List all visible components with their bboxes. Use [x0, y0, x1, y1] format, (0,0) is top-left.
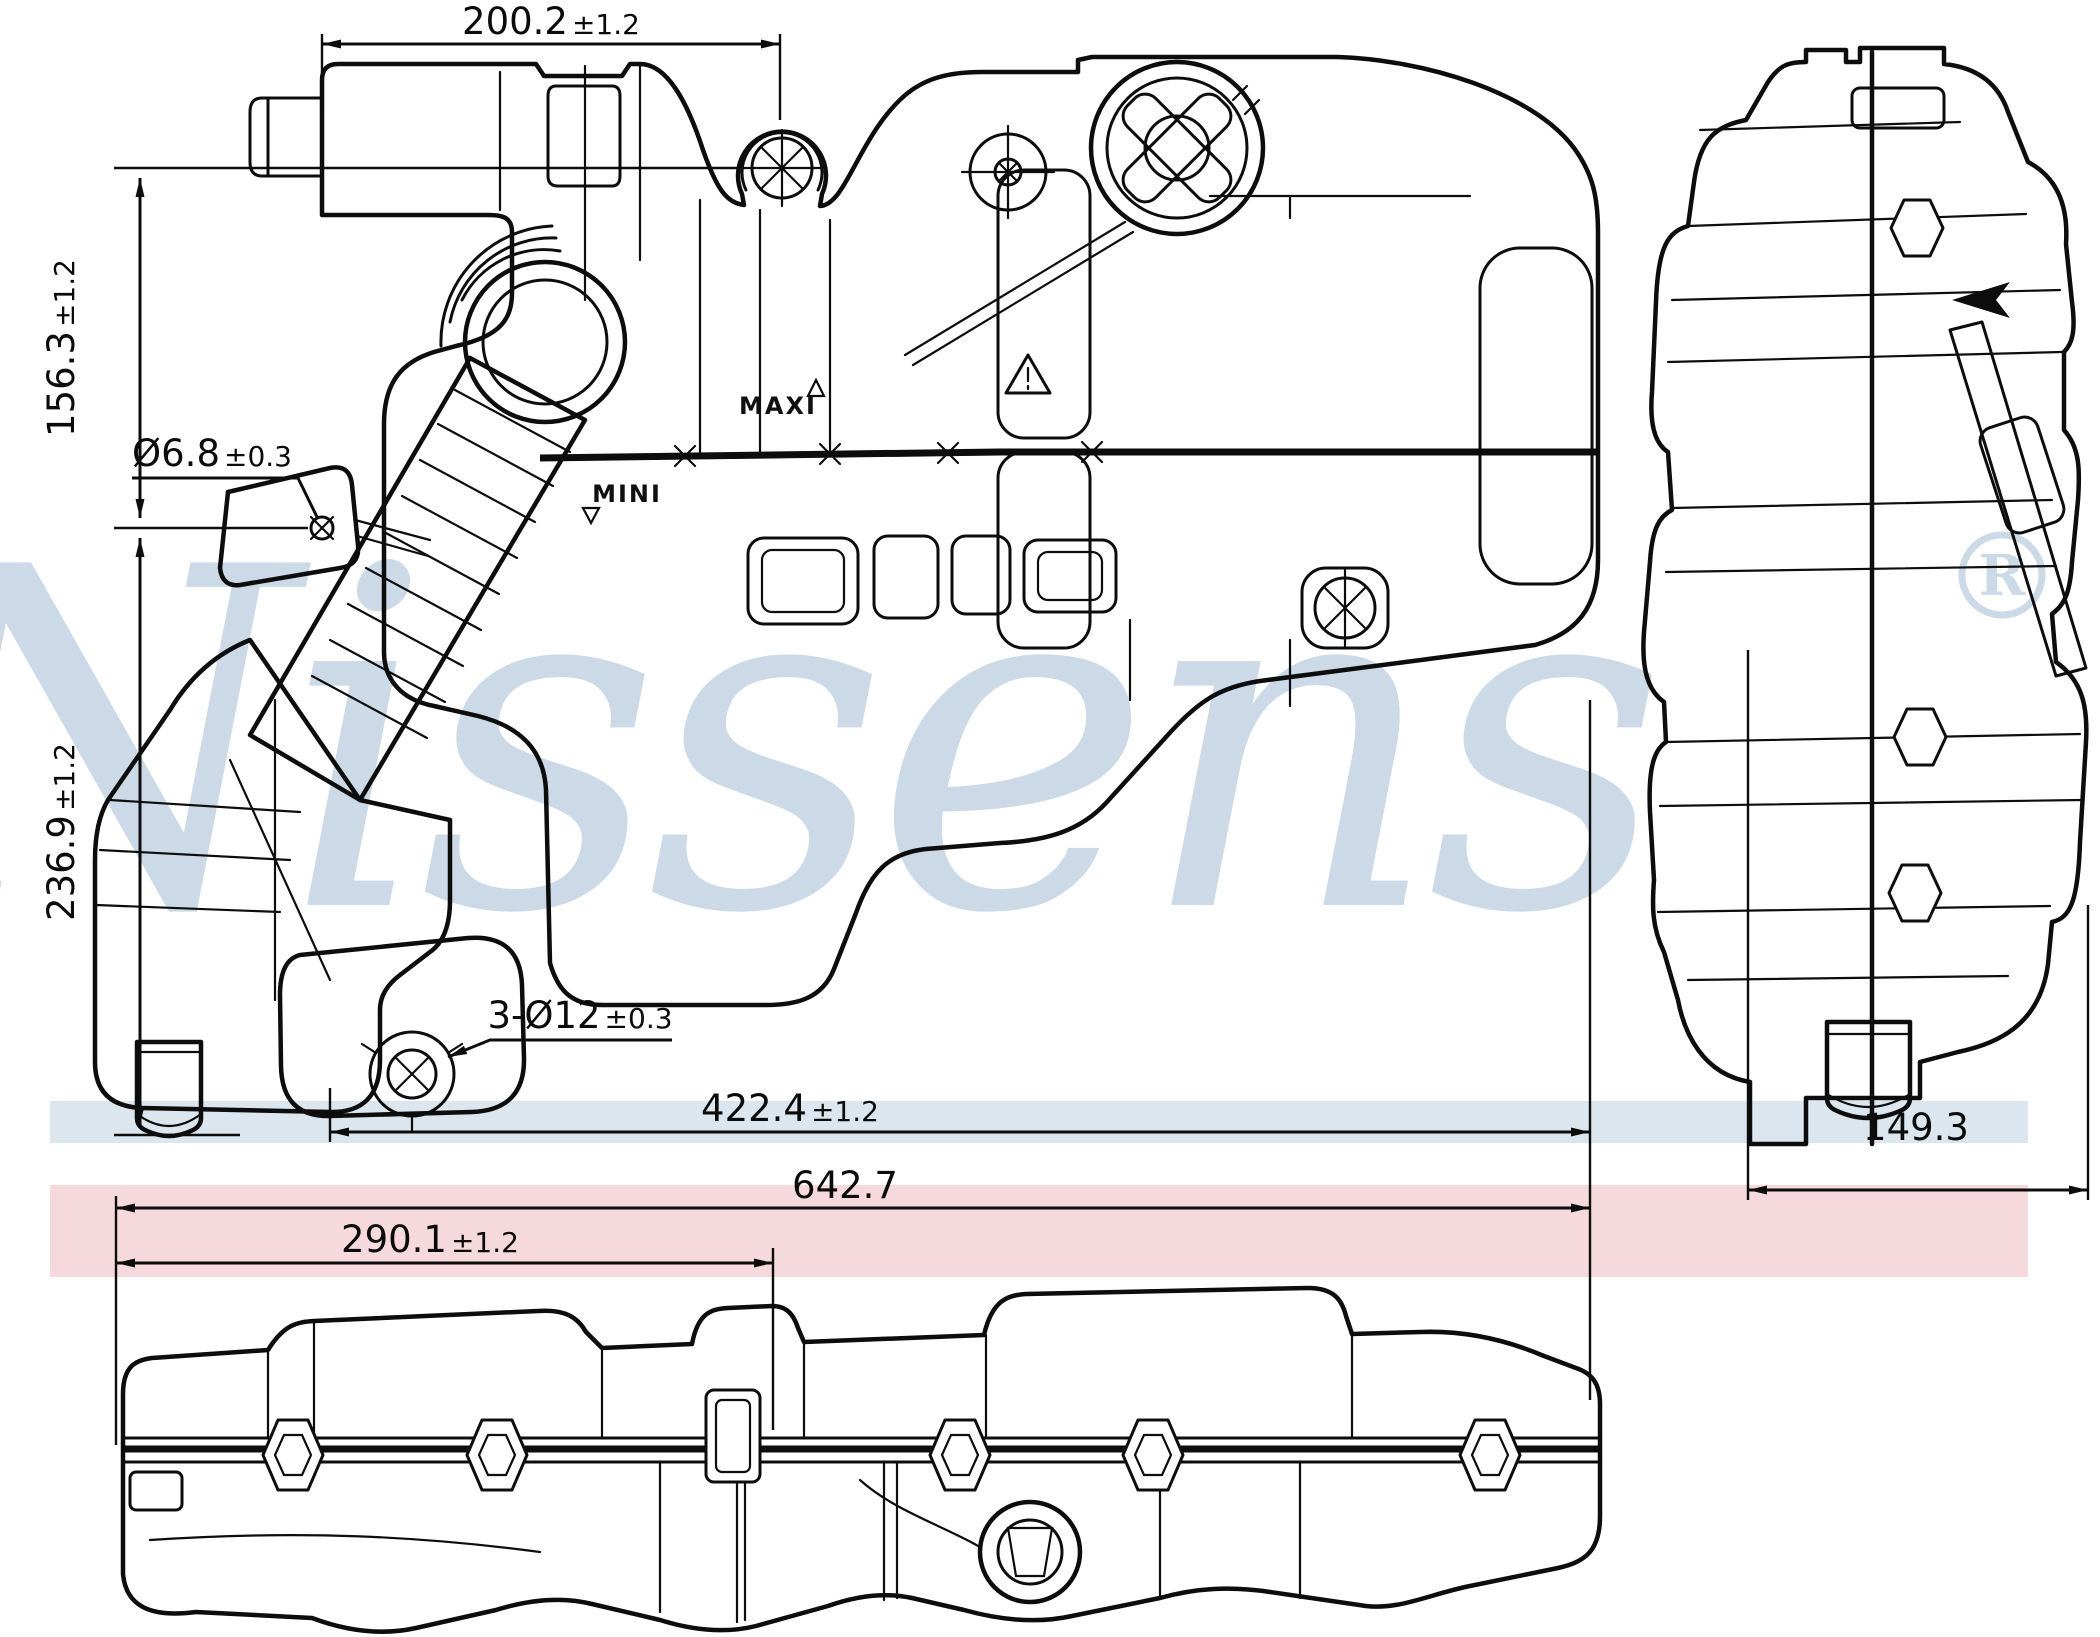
mounting-hole-top-center: [960, 124, 1056, 220]
dimension-graphics: [114, 34, 2090, 1445]
max-marker-icon: [806, 377, 826, 398]
label-mid-width: 422.4±1.2: [701, 1087, 879, 1130]
min-level-label: MINI: [592, 480, 662, 508]
label-mount-holes: 3-Ø12±0.3: [487, 994, 672, 1037]
lower-left-body: [92, 637, 453, 1115]
bottom-filler-tab: [704, 1388, 762, 1484]
label-upper-height: 156.3±1.2: [40, 259, 83, 437]
foot-bracket: [277, 935, 527, 1134]
inspection-windows: [746, 534, 1118, 626]
max-level-label: MAXI: [739, 392, 817, 420]
side-top-detail: [1850, 86, 1946, 130]
side-strap: [1948, 320, 2088, 678]
registered-trademark-icon: R: [1958, 531, 2046, 619]
label-top-width: 200.2±1.2: [462, 0, 640, 43]
side-clamp-hexagons: [1887, 198, 1948, 923]
label-lower-height: 236.9±1.2: [40, 743, 83, 921]
side-drain-cylinder: [1824, 1019, 1913, 1121]
min-marker-icon: [581, 506, 601, 526]
side-ribs: [1656, 120, 2084, 982]
bottom-cap: [977, 1499, 1083, 1605]
label-partial-width: 290.1±1.2: [341, 1218, 519, 1261]
lower-left-ribs: [94, 698, 332, 1002]
bottom-view: [120, 1285, 1603, 1634]
side-arrow-detail: [1952, 282, 2010, 318]
extension-lines: [114, 34, 2090, 1445]
bottom-ribs: [148, 1319, 1354, 1624]
mounting-hole-right: [1300, 566, 1390, 650]
warning-triangle-icon: [1004, 353, 1052, 395]
leader-bracket-hole: [132, 476, 320, 520]
left-cap: [439, 224, 628, 425]
bottom-left-detail: [128, 1470, 184, 1512]
label-depth: 149.3: [1863, 1106, 1969, 1149]
cap-holder-tab: [546, 84, 622, 188]
leader-mount-holes: [447, 1038, 672, 1059]
blue-band: [50, 1101, 2028, 1143]
watermark-text: Nissens: [0, 469, 1654, 1016]
watermark: Nissens R: [0, 469, 2046, 1016]
ledge-line: [498, 64, 1598, 468]
right-panel-details: [903, 168, 1594, 708]
label-bracket-hole: Ø6.8±0.3: [132, 432, 292, 475]
dimension-labels: 200.2±1.2 156.3±1.2 Ø6.8±0.3 236.9±1.2 3…: [40, 0, 1969, 1261]
left-stub-pipe: [248, 96, 324, 178]
level-markings: MAXI MINI: [581, 353, 1052, 526]
bracket-small-hole: [217, 465, 432, 588]
bottom-clamp-hexagons: [261, 1418, 1522, 1492]
label-total-width: 642.7: [792, 1164, 898, 1207]
mounting-hole-bottom-left: [360, 1030, 464, 1134]
bottom-outline: [120, 1285, 1603, 1634]
top-ear-mount: [740, 128, 824, 208]
side-view: [1641, 45, 2089, 1147]
bottom-parting-line-2: [121, 1436, 1602, 1464]
side-outline: [1641, 45, 2089, 1147]
filler-cap: [1088, 59, 1266, 237]
